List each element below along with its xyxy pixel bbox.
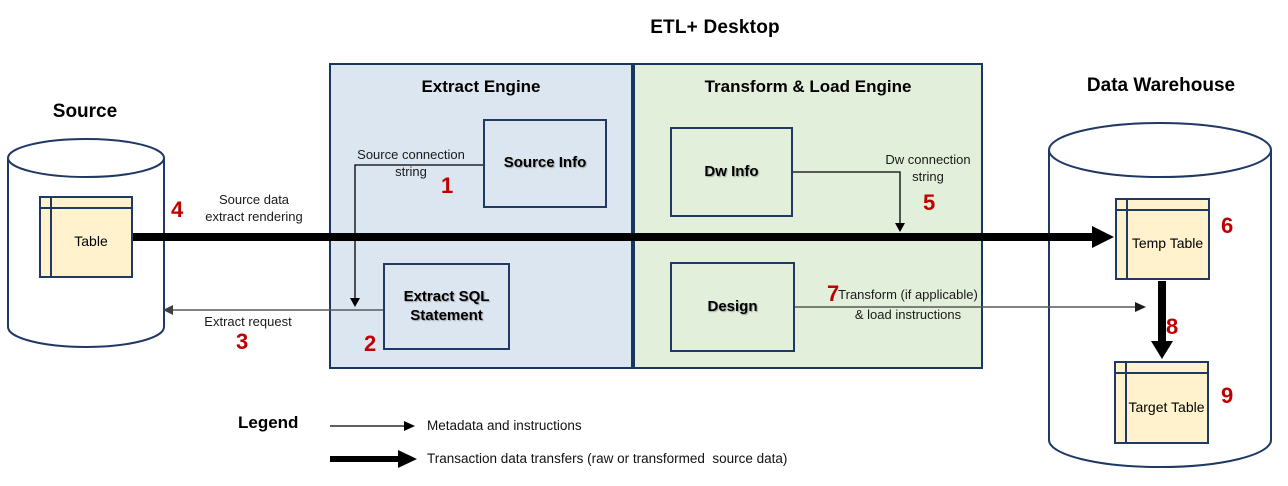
design-box: Design — [670, 262, 795, 352]
warehouse-section-title: Data Warehouse — [1086, 75, 1236, 96]
step-6: 6 — [1221, 213, 1234, 238]
step-9: 9 — [1221, 383, 1234, 408]
temp-table-icon: Temp Table — [1115, 198, 1210, 280]
page-title: ETL+ Desktop — [650, 17, 780, 38]
legend-title: Legend — [238, 413, 299, 432]
step-5: 5 — [923, 190, 936, 215]
source-info-label: Source Info — [503, 154, 587, 172]
source-extract-label: Source data extract rendering — [205, 192, 303, 224]
step-3: 3 — [236, 329, 249, 354]
target-table-icon: Target Table — [1114, 361, 1209, 444]
source-info-box: Source Info — [483, 119, 607, 208]
dw-info-box: Dw Info — [670, 127, 793, 217]
extract-request-label: Extract request — [204, 314, 292, 329]
source-section-title: Source — [52, 101, 118, 122]
source-table-label: Table — [74, 233, 108, 250]
transform-load-engine-title: Transform & Load Engine — [704, 77, 912, 96]
table-icon-column-line — [50, 198, 52, 276]
transform-load-label: Transform (if applicable) & load instruc… — [838, 287, 978, 322]
legend-transaction-label: Transaction data transfers (raw or trans… — [427, 451, 788, 466]
table-icon-column-line — [1125, 363, 1127, 442]
dw-connection-label: Dw connection string — [885, 152, 971, 184]
source-cylinder-top — [7, 138, 165, 178]
extract-engine-title: Extract Engine — [421, 77, 541, 96]
step-8: 8 — [1166, 314, 1179, 339]
step-4: 4 — [171, 197, 184, 222]
table-icon-column-line — [1126, 200, 1128, 278]
table-icon-header-line — [41, 207, 131, 209]
target-table-label: Target Table — [1128, 398, 1205, 415]
temp-table-label: Temp Table — [1131, 235, 1204, 252]
table-icon-header-line — [1116, 372, 1207, 374]
legend-metadata-label: Metadata and instructions — [427, 418, 582, 433]
step-1: 1 — [441, 173, 454, 198]
dw-info-label: Dw Info — [704, 162, 759, 180]
step-2: 2 — [364, 331, 377, 356]
step-7: 7 — [827, 281, 840, 306]
design-label: Design — [707, 297, 758, 315]
warehouse-cylinder-top — [1048, 122, 1272, 178]
source-table-icon: Table — [39, 196, 133, 278]
table-icon-header-line — [1117, 209, 1208, 211]
